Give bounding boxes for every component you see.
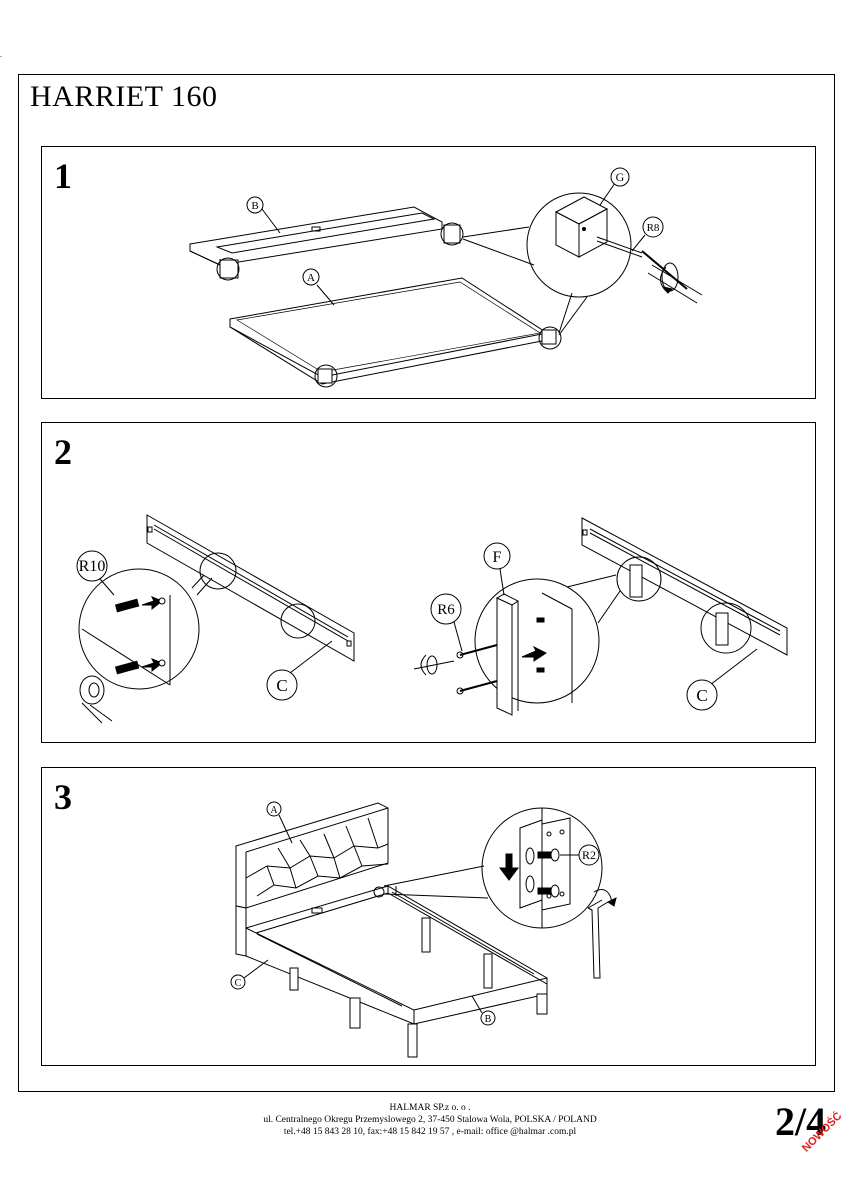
label-c-right: C — [696, 686, 707, 705]
allen-key-icon — [587, 899, 609, 979]
corner-mark: . — [0, 50, 2, 59]
page-number: 2/4 — [775, 1099, 827, 1144]
detail-circle — [616, 556, 662, 602]
rotate-arrow-icon — [593, 889, 613, 903]
footer: HALMAR SP.z o. o . ul. Centralnego Okreg… — [180, 1102, 680, 1138]
board-a — [229, 277, 557, 385]
screwdriver-icon — [413, 654, 455, 676]
bed-frame — [235, 885, 548, 1058]
detail-circle — [700, 602, 752, 654]
label-r10: R10 — [79, 558, 106, 575]
dowel-r10 — [114, 598, 140, 675]
label-a: A — [307, 272, 315, 284]
detail-circle — [199, 552, 237, 590]
label-c: C — [276, 676, 287, 695]
label-a: A — [270, 805, 278, 816]
step-number: 2 — [54, 432, 72, 472]
rotate-arrow-icon — [660, 266, 669, 294]
step-number: 1 — [54, 156, 72, 196]
step-3-panel: 3 — [41, 767, 816, 1066]
step-2-illustration: C R10 — [76, 514, 788, 724]
label-f: F — [493, 549, 502, 566]
step-1-panel: 1 — [41, 146, 816, 399]
zoom-detail — [474, 578, 600, 704]
company-contact: tel.+48 15 843 28 10, fax:+48 15 842 19 … — [283, 1127, 577, 1137]
detail-circle — [440, 222, 464, 246]
step-number: 3 — [54, 777, 72, 817]
detail-circle — [280, 603, 316, 639]
label-r8: R8 — [647, 222, 660, 234]
label-b: B — [485, 1014, 492, 1025]
page-title: HARRIET 160 — [30, 80, 218, 113]
part-f — [495, 593, 519, 716]
frame-b — [189, 206, 461, 279]
bracket-detail — [519, 817, 571, 911]
down-arrow-icon — [499, 853, 519, 881]
detail-circle — [216, 257, 240, 281]
label-b: B — [251, 200, 258, 212]
zoom-detail — [78, 568, 200, 690]
screw-r8 — [596, 236, 688, 290]
label-r2: R2 — [582, 848, 596, 862]
allen-key-icon — [647, 262, 703, 304]
label-r6: R6 — [437, 602, 455, 618]
screw-r6 — [456, 644, 498, 695]
label-c: C — [235, 978, 242, 989]
label-g: G — [616, 170, 625, 184]
page-frame — [18, 74, 835, 1092]
block-g — [554, 196, 609, 258]
rail-c-left — [146, 514, 355, 662]
step-1-illustration: B A G R8 — [189, 167, 703, 388]
rail-c-right — [581, 517, 788, 656]
step-3-illustration: R2 A C B — [230, 801, 617, 1058]
company-address: ul. Centralnego Okregu Przemyslowego 2, … — [263, 1115, 597, 1125]
mallet-icon — [79, 675, 113, 724]
company-name: HALMAR SP.z o. o . — [389, 1103, 471, 1113]
step-2-panel: 2 C R10 — [41, 422, 816, 743]
